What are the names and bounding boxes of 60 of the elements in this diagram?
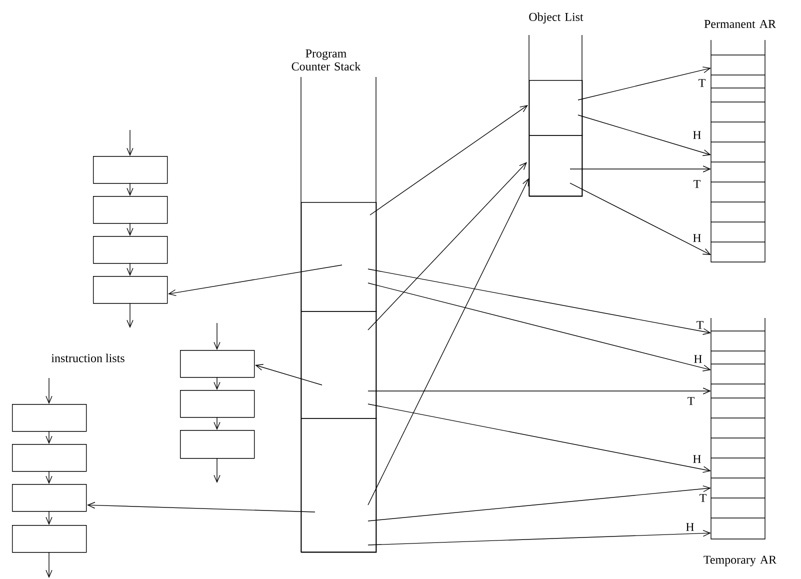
instruction-box	[12, 525, 87, 553]
instruction-box	[93, 196, 168, 224]
arrow	[368, 404, 711, 473]
arrow	[368, 530, 711, 546]
instruction-box	[180, 390, 255, 418]
arrow	[578, 114, 711, 156]
arrow	[126, 182, 134, 196]
arrow	[126, 262, 134, 276]
arrow	[368, 268, 711, 335]
arrow	[214, 376, 220, 390]
edge-label: H	[693, 455, 701, 463]
arrow	[214, 458, 220, 483]
group-label: instruction lists	[51, 354, 124, 362]
arrow	[46, 378, 52, 404]
edge-label: T	[700, 494, 706, 502]
arrow	[126, 222, 134, 236]
arrow	[126, 302, 134, 328]
edge-label: T	[698, 79, 706, 87]
instruction-box	[93, 236, 168, 264]
arrow	[368, 162, 527, 330]
arrow	[255, 364, 322, 386]
record-column: Permanent AR	[704, 20, 776, 262]
edge-label: H	[693, 131, 701, 139]
arrow	[368, 282, 711, 372]
edge-label: T	[694, 180, 700, 188]
frame-box	[301, 311, 377, 419]
arrow	[368, 388, 711, 394]
arrow	[368, 485, 711, 522]
arrow	[126, 130, 134, 156]
instruction-box	[93, 276, 168, 304]
edge-label: H	[694, 355, 702, 363]
arrow	[214, 416, 220, 430]
arrow	[570, 166, 711, 172]
arrow	[87, 502, 316, 512]
instruction-box	[180, 350, 255, 378]
instruction-box	[180, 430, 255, 459]
arrow	[46, 510, 52, 525]
frame-box	[301, 202, 377, 312]
arrow	[570, 182, 711, 255]
arrow	[46, 430, 52, 444]
arrow	[370, 105, 528, 216]
arrow	[168, 264, 342, 296]
arrow	[578, 66, 711, 100]
edge-label: T	[688, 397, 694, 405]
frame-box	[529, 80, 583, 136]
stack-column: Program Counter Stack	[292, 50, 376, 552]
arrow	[46, 552, 52, 578]
arrow	[46, 470, 52, 484]
frame-box	[529, 135, 583, 197]
arrow	[368, 178, 529, 506]
edge-label: T	[696, 321, 704, 329]
instruction-box	[12, 484, 87, 512]
arrow	[214, 322, 220, 350]
list-column: Object List	[528, 12, 584, 196]
edge-label: H	[693, 234, 701, 242]
instruction-box	[12, 444, 87, 472]
instruction-box	[93, 156, 168, 184]
instruction-box	[12, 404, 87, 432]
edge-label: H	[686, 523, 694, 531]
frame-box	[301, 418, 377, 553]
